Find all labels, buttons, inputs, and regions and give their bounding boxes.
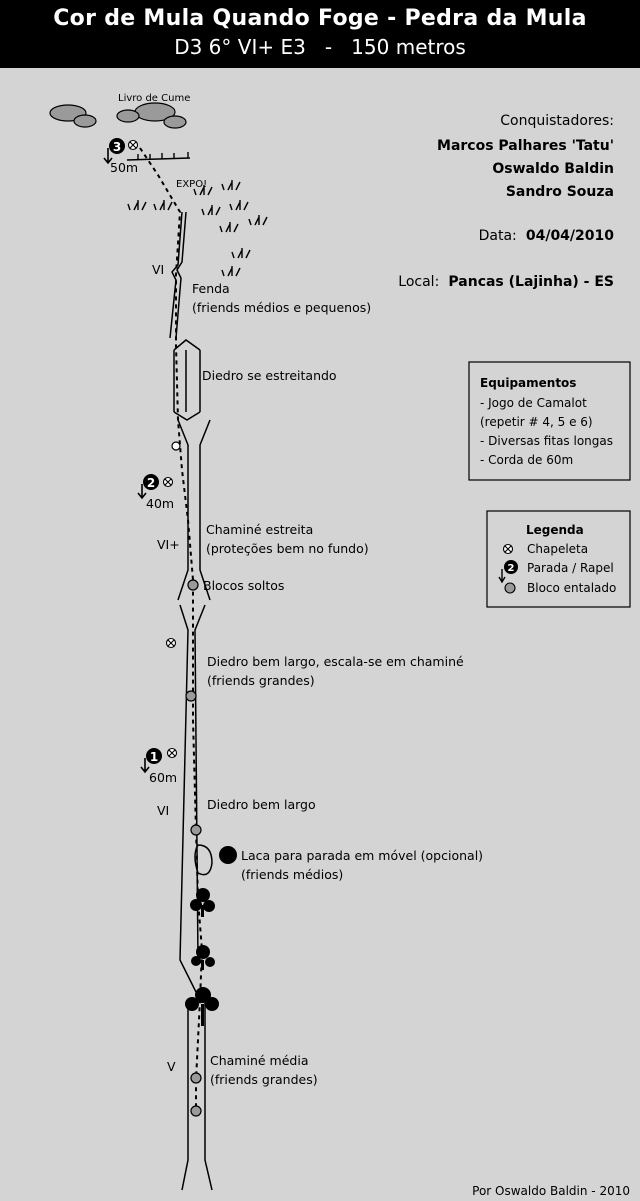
fenda-label: Fenda <box>192 281 230 296</box>
fenda-note: (friends médios e pequenos) <box>192 300 371 315</box>
conquistador-1: Marcos Palhares 'Tatu' <box>437 138 614 154</box>
chamine-media-note: (friends grandes) <box>210 1072 318 1087</box>
conquistadores-label: Conquistadores: <box>500 113 614 129</box>
conquistador-2: Oswaldo Baldin <box>492 161 614 177</box>
chamine-estreita-right <box>199 419 211 601</box>
bolt-ring <box>171 441 181 451</box>
route-title: Cor de Mula Quando Foge - Pedra da Mula <box>53 6 587 31</box>
legend-station-icon: 2 <box>498 560 518 584</box>
diedro-largo-chamine-label: Diedro bem largo, escala-se em chaminé <box>207 654 464 669</box>
legend-chockstone-icon <box>504 582 516 594</box>
local-line: Local: Pancas (Lajinha) - ES <box>398 271 614 290</box>
bolt-2 <box>162 476 174 488</box>
equipment-title: Equipamentos <box>480 376 576 390</box>
legend-bolt-icon <box>502 543 514 555</box>
header-bar: Cor de Mula Quando Foge - Pedra da Mula … <box>0 0 640 68</box>
equipment-box: Equipamentos - Jogo de Camalot (repetir … <box>468 361 631 481</box>
laca-flake <box>194 844 213 876</box>
route-subtitle: D3 6° VI+ E3 - 150 metros <box>174 35 466 59</box>
equipment-item-3: - Diversas fitas longas <box>480 434 613 448</box>
station-2: 2 40m <box>137 474 174 511</box>
station-1: 1 60m <box>140 748 177 785</box>
expo-label: EXPO! <box>176 179 207 190</box>
chamine-estreita-note: (proteções bem no fundo) <box>206 541 369 556</box>
grade-pitch-2: VI <box>157 803 169 818</box>
equipment-item-4: - Corda de 60m <box>480 453 573 467</box>
diedro-estreitando-box <box>173 339 201 421</box>
diedro-largo-chamine-note: (friends grandes) <box>207 673 315 688</box>
optional-station-marker <box>219 846 237 864</box>
chamine-media-left <box>181 1000 189 1191</box>
diedro-largo-label: Diedro bem largo <box>207 797 316 812</box>
bolt-1 <box>127 139 139 151</box>
bolts <box>127 139 178 759</box>
summit-edge <box>126 152 191 161</box>
equipment-item-2: (repetir # 4, 5 e 6) <box>480 415 593 429</box>
route-line <box>139 147 204 1112</box>
chamine-media-label: Chaminé média <box>210 1053 308 1068</box>
station-2-length: 40m <box>146 496 174 511</box>
svg-text:2: 2 <box>508 563 515 574</box>
chockstones <box>185 579 202 1117</box>
author-credit: Por Oswaldo Baldin - 2010 <box>472 1184 630 1198</box>
blocos-soltos-label: Blocos soltos <box>203 578 284 593</box>
svg-text:3: 3 <box>113 140 121 154</box>
station-1-length: 60m <box>149 770 177 785</box>
chamine-estreita-left <box>177 419 189 601</box>
bolt-4 <box>166 747 178 759</box>
rock-features <box>169 211 213 1191</box>
legend-title: Legenda <box>526 523 584 537</box>
vegetation <box>127 180 268 277</box>
diedro-estreitando-label: Diedro se estreitando <box>202 368 337 383</box>
legend-box: Legenda Chapeleta 2 Parada / Rapel Bloco… <box>486 510 631 608</box>
svg-text:2: 2 <box>147 476 155 490</box>
grade-pitch-4: VI <box>152 262 164 277</box>
diedro-largo-left <box>179 604 201 1001</box>
legend-bolt-label: Chapeleta <box>527 542 588 556</box>
conquistador-3: Sandro Souza <box>506 184 614 200</box>
summit-book-label: Livro de Cume <box>118 93 190 104</box>
grade-pitch-3: VI+ <box>157 537 180 552</box>
legend-station-label: Parada / Rapel <box>527 561 614 575</box>
laca-note: (friends médios) <box>241 867 343 882</box>
date-line: Data: 04/04/2010 <box>479 225 615 244</box>
chamine-media-right <box>204 1000 213 1191</box>
bolt-3 <box>165 637 177 649</box>
summit-rocks <box>49 102 187 129</box>
equipment-item-1: - Jogo de Camalot <box>480 396 587 410</box>
svg-text:1: 1 <box>150 750 158 764</box>
station-3-length: 50m <box>110 160 138 175</box>
info-block: Conquistadores: Marcos Palhares 'Tatu' O… <box>398 113 614 290</box>
legend-chockstone-label: Bloco entalado <box>527 581 616 595</box>
station-3: 3 50m <box>103 138 138 175</box>
trees <box>185 888 219 1026</box>
chamine-estreita-label: Chaminé estreita <box>206 522 313 537</box>
laca-label: Laca para parada em móvel (opcional) <box>241 848 483 863</box>
grade-pitch-1: V <box>167 1059 176 1074</box>
fenda-crack <box>169 211 183 339</box>
